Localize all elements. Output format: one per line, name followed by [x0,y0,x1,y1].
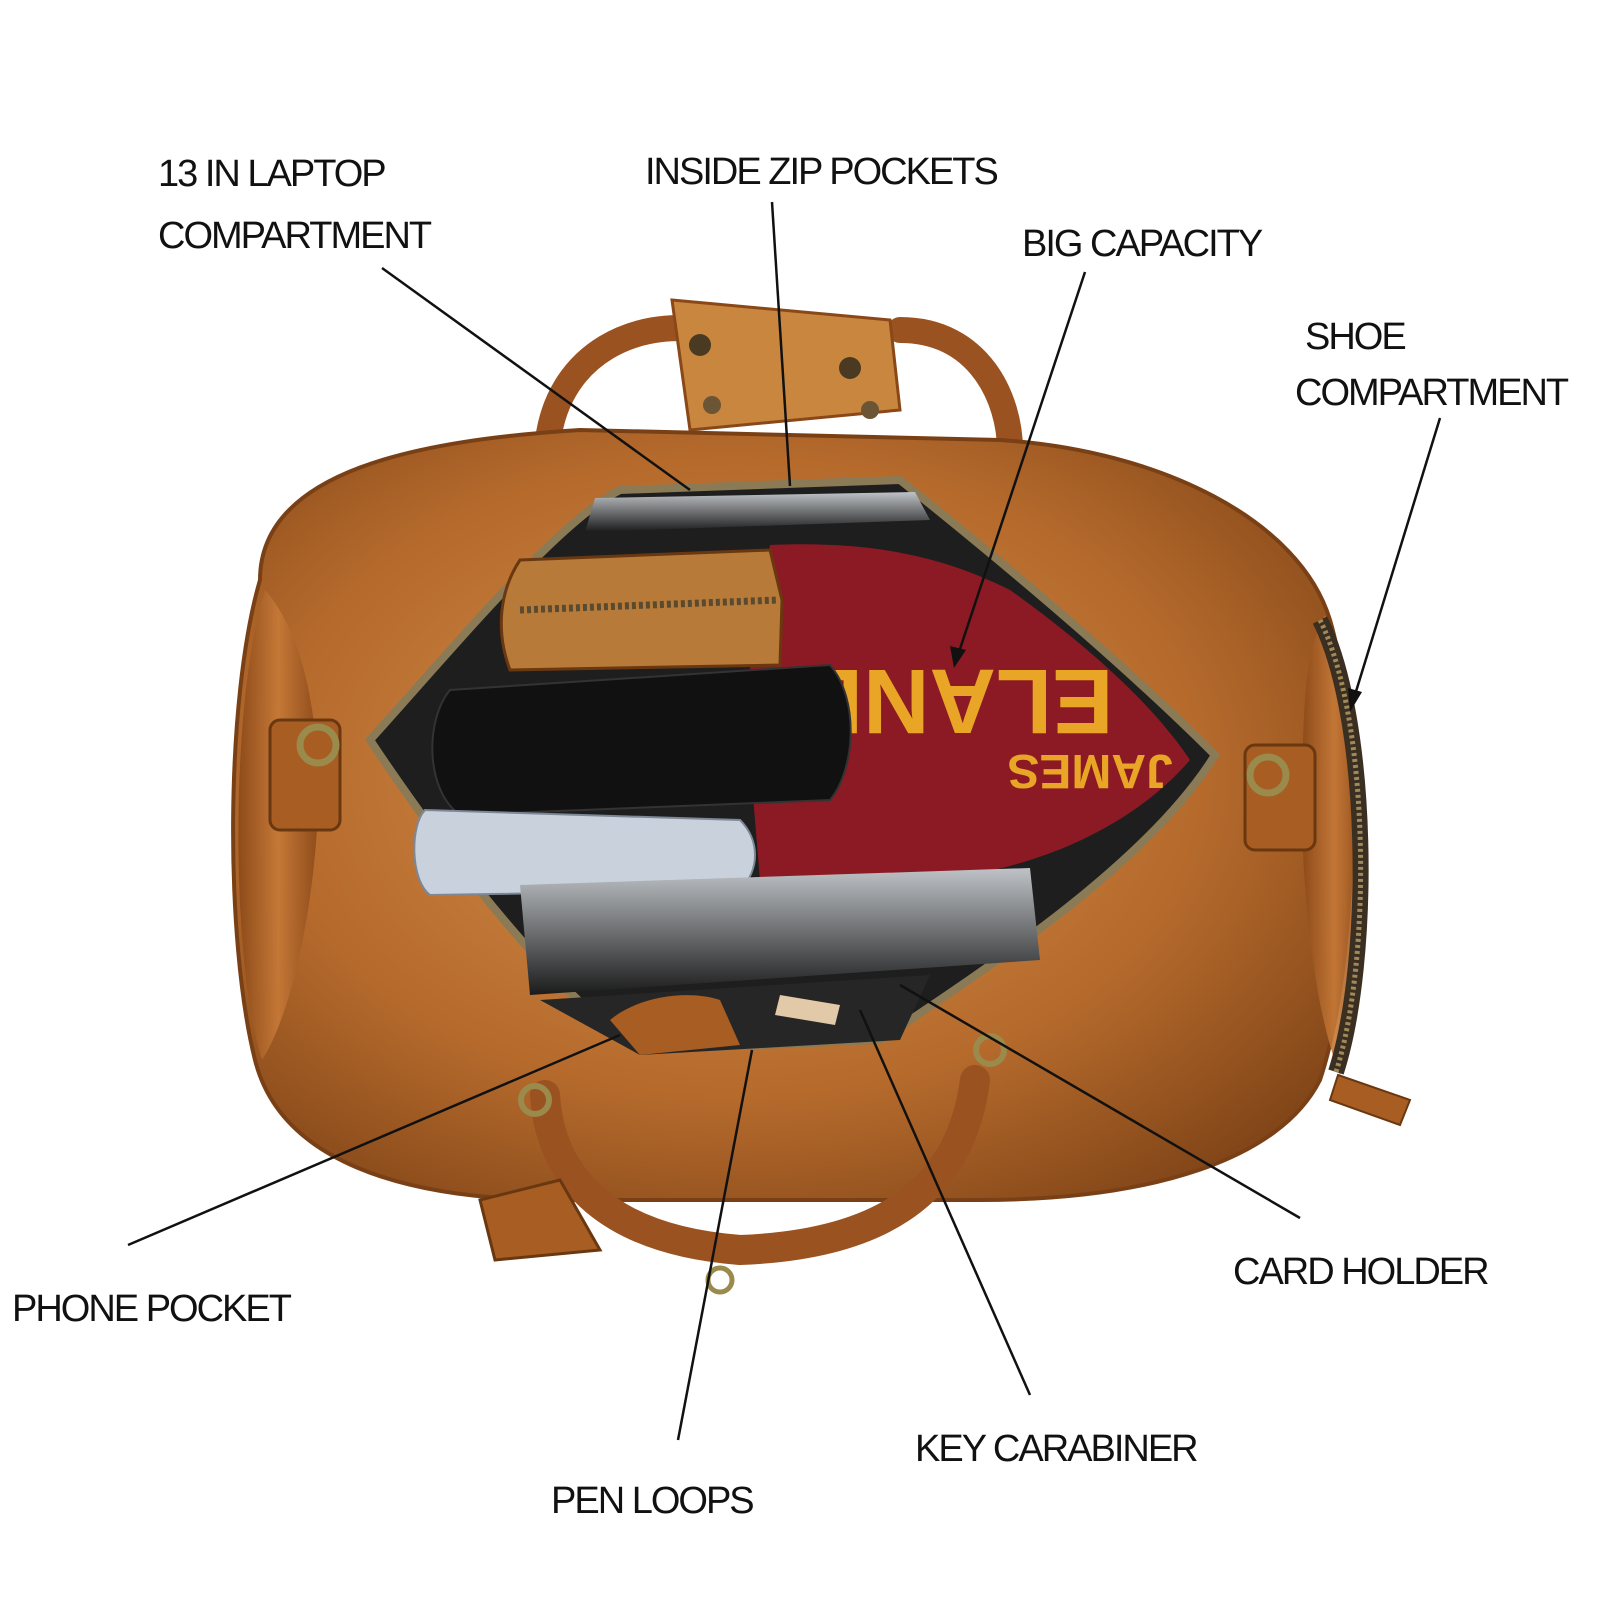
callout-laptop-line2: COMPARTMENT [158,215,432,257]
back-laptop [585,492,930,532]
front-laptop [520,868,1040,995]
callout-laptop-line1: 13 IN LAPTOP [158,153,387,195]
leader-card [899,983,1301,1220]
leader-pen [676,1049,754,1441]
duffel-bag: ELAND JAMES [231,298,1412,1295]
leader-shoe [1352,417,1442,699]
right-side-strap [1243,743,1317,852]
callout-laptop: 13 IN LAPTOP COMPARTMENT [158,153,432,257]
callout-card: CARD HOLDER [1233,1251,1490,1293]
callout-zip-pockets: INSIDE ZIP POCKETS [645,151,999,193]
callout-pen: PEN LOOPS [551,1480,755,1522]
leader-lines [127,201,1442,1441]
callout-phone-line1: PHONE POCKET [12,1288,292,1330]
callout-capacity: BIG CAPACITY [1022,223,1263,265]
phone-pocket-pouch [610,995,740,1055]
red-sweater [745,544,1190,880]
left-side-strap [268,718,342,832]
front-handle [530,1065,990,1266]
leader-key [858,1009,1032,1396]
leader-capacity [956,271,1087,656]
front-leather-tab [478,1178,603,1262]
callout-shoe-line2-block: COMPARTMENT [1295,372,1569,414]
sweater-print-bottom: JAMES [1007,744,1172,797]
leader-laptop [381,266,691,492]
shoe-zipper-pull [1328,1073,1412,1127]
leader-zip-pockets [770,201,792,487]
black-umbrella [431,663,852,817]
callout-capacity-line1: BIG CAPACITY [1022,223,1263,265]
leather-pouch [499,548,784,672]
shoe-zipper [1312,616,1369,1075]
callout-shoe: SHOE [1305,316,1407,358]
callout-phone: PHONE POCKET [12,1288,292,1330]
callout-zip-pockets-line1: INSIDE ZIP POCKETS [645,151,999,193]
callout-key: KEY CARABINER [915,1428,1199,1470]
callout-shoe-line2: COMPARTMENT [1295,372,1569,414]
top-leather-tab [670,298,902,432]
card [775,995,840,1025]
leader-shoe-arrowhead [1348,688,1362,712]
callout-pen-line1: PEN LOOPS [551,1480,755,1522]
callout-shoe-line1: SHOE [1305,316,1407,358]
callout-card-line1: CARD HOLDER [1233,1251,1490,1293]
callout-key-line1: KEY CARABINER [915,1428,1199,1470]
leader-capacity-arrowhead [950,646,966,668]
leader-phone [127,1033,621,1247]
